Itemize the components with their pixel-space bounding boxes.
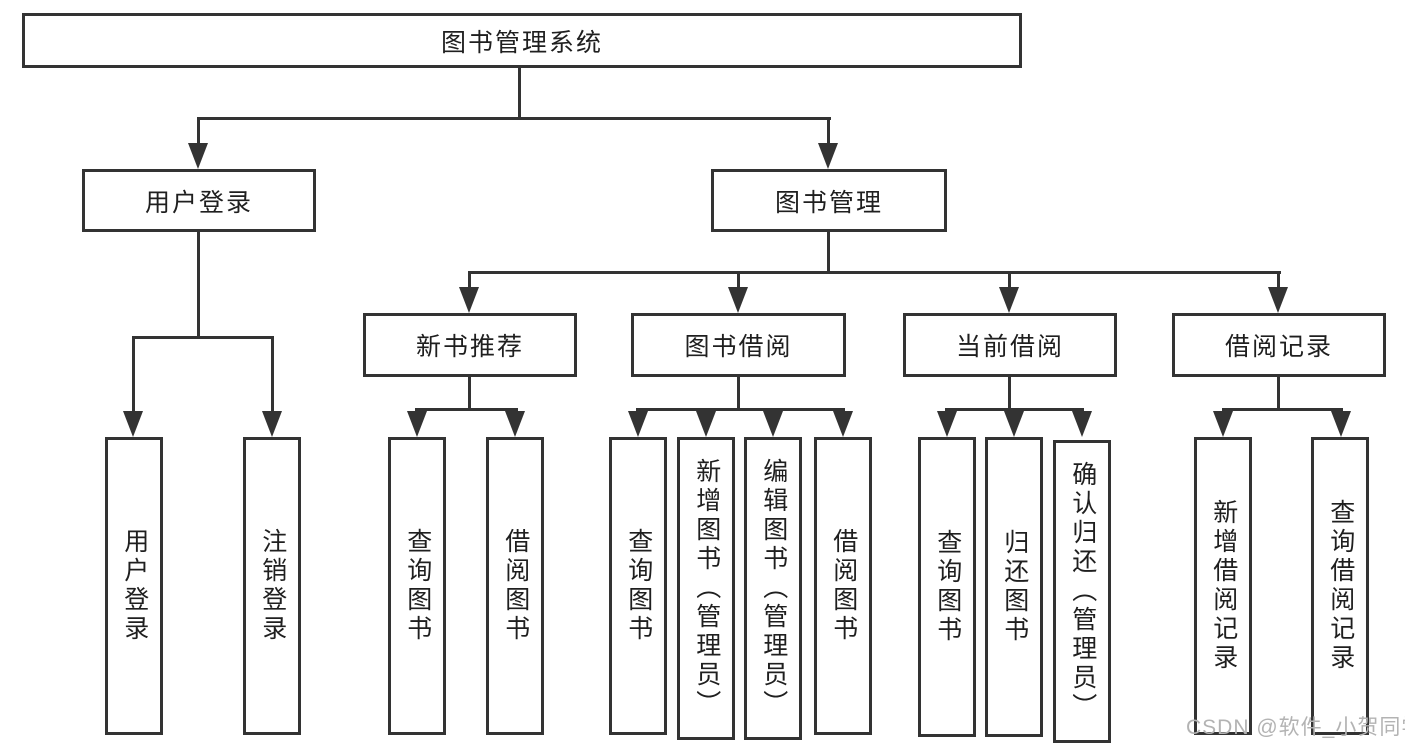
connector-line xyxy=(132,336,274,339)
connector-line xyxy=(271,336,274,413)
connector-line xyxy=(197,117,831,120)
arrowhead-down-icon xyxy=(1331,411,1351,437)
leaf-borrow-books-borrowing: 借阅图书 xyxy=(814,437,872,735)
leaf-query-books-borrowing: 查询图书 xyxy=(609,437,667,735)
node-borrowing-records: 借阅记录 xyxy=(1172,313,1386,377)
connector-line xyxy=(468,271,1281,274)
connector-line xyxy=(945,408,1084,411)
node-book-borrowing: 图书借阅 xyxy=(631,313,846,377)
node-current-borrowing: 当前借阅 xyxy=(903,313,1117,377)
leaf-user-login: 用户登录 xyxy=(105,437,163,735)
arrowhead-down-icon xyxy=(1213,411,1233,437)
node-user-login: 用户登录 xyxy=(82,169,316,232)
connector-line xyxy=(737,271,740,289)
arrowhead-down-icon xyxy=(818,143,838,169)
connector-line xyxy=(518,68,521,120)
connector-line xyxy=(1008,377,1011,411)
connector-line xyxy=(415,408,518,411)
connector-line xyxy=(1277,377,1280,411)
leaf-query-borrow-record: 查询借阅记录 xyxy=(1311,437,1369,735)
arrowhead-down-icon xyxy=(188,143,208,169)
csdn-watermark: CSDN @软件_小贺同学 xyxy=(1186,716,1405,739)
leaf-edit-book-admin: 编辑图书（管理员） xyxy=(744,437,802,740)
leaf-add-book-admin: 新增图书（管理员） xyxy=(677,437,735,740)
arrowhead-down-icon xyxy=(696,411,716,437)
leaf-query-books-recommend: 查询图书 xyxy=(388,437,446,735)
connector-line xyxy=(737,377,740,411)
connector-line xyxy=(468,377,471,411)
connector-line xyxy=(1277,271,1280,289)
arrowhead-down-icon xyxy=(459,287,479,313)
leaf-confirm-return-admin: 确认归还（管理员） xyxy=(1053,440,1111,743)
leaf-add-borrow-record: 新增借阅记录 xyxy=(1194,437,1252,735)
leaf-borrow-books-recommend: 借阅图书 xyxy=(486,437,544,735)
arrowhead-down-icon xyxy=(937,411,957,437)
arrowhead-down-icon xyxy=(763,411,783,437)
leaf-return-book: 归还图书 xyxy=(985,437,1043,737)
arrowhead-down-icon xyxy=(728,287,748,313)
connector-line xyxy=(468,271,471,289)
connector-line xyxy=(1222,408,1343,411)
arrowhead-down-icon xyxy=(1072,411,1092,437)
connector-line xyxy=(636,408,845,411)
arrowhead-down-icon xyxy=(628,411,648,437)
arrowhead-down-icon xyxy=(123,411,143,437)
leaf-query-books-current: 查询图书 xyxy=(918,437,976,737)
connector-line xyxy=(132,336,135,413)
node-new-book-recommendation: 新书推荐 xyxy=(363,313,577,377)
arrowhead-down-icon xyxy=(262,411,282,437)
connector-line xyxy=(827,232,830,274)
arrowhead-down-icon xyxy=(833,411,853,437)
connector-line xyxy=(827,117,830,145)
arrowhead-down-icon xyxy=(505,411,525,437)
node-library-management-system: 图书管理系统 xyxy=(22,13,1022,68)
connector-line xyxy=(197,117,200,145)
leaf-logout: 注销登录 xyxy=(243,437,301,735)
arrowhead-down-icon xyxy=(1004,411,1024,437)
connector-line xyxy=(1008,271,1011,289)
arrowhead-down-icon xyxy=(1268,287,1288,313)
node-book-management: 图书管理 xyxy=(711,169,947,232)
connector-line xyxy=(197,232,200,339)
arrowhead-down-icon xyxy=(407,411,427,437)
arrowhead-down-icon xyxy=(999,287,1019,313)
